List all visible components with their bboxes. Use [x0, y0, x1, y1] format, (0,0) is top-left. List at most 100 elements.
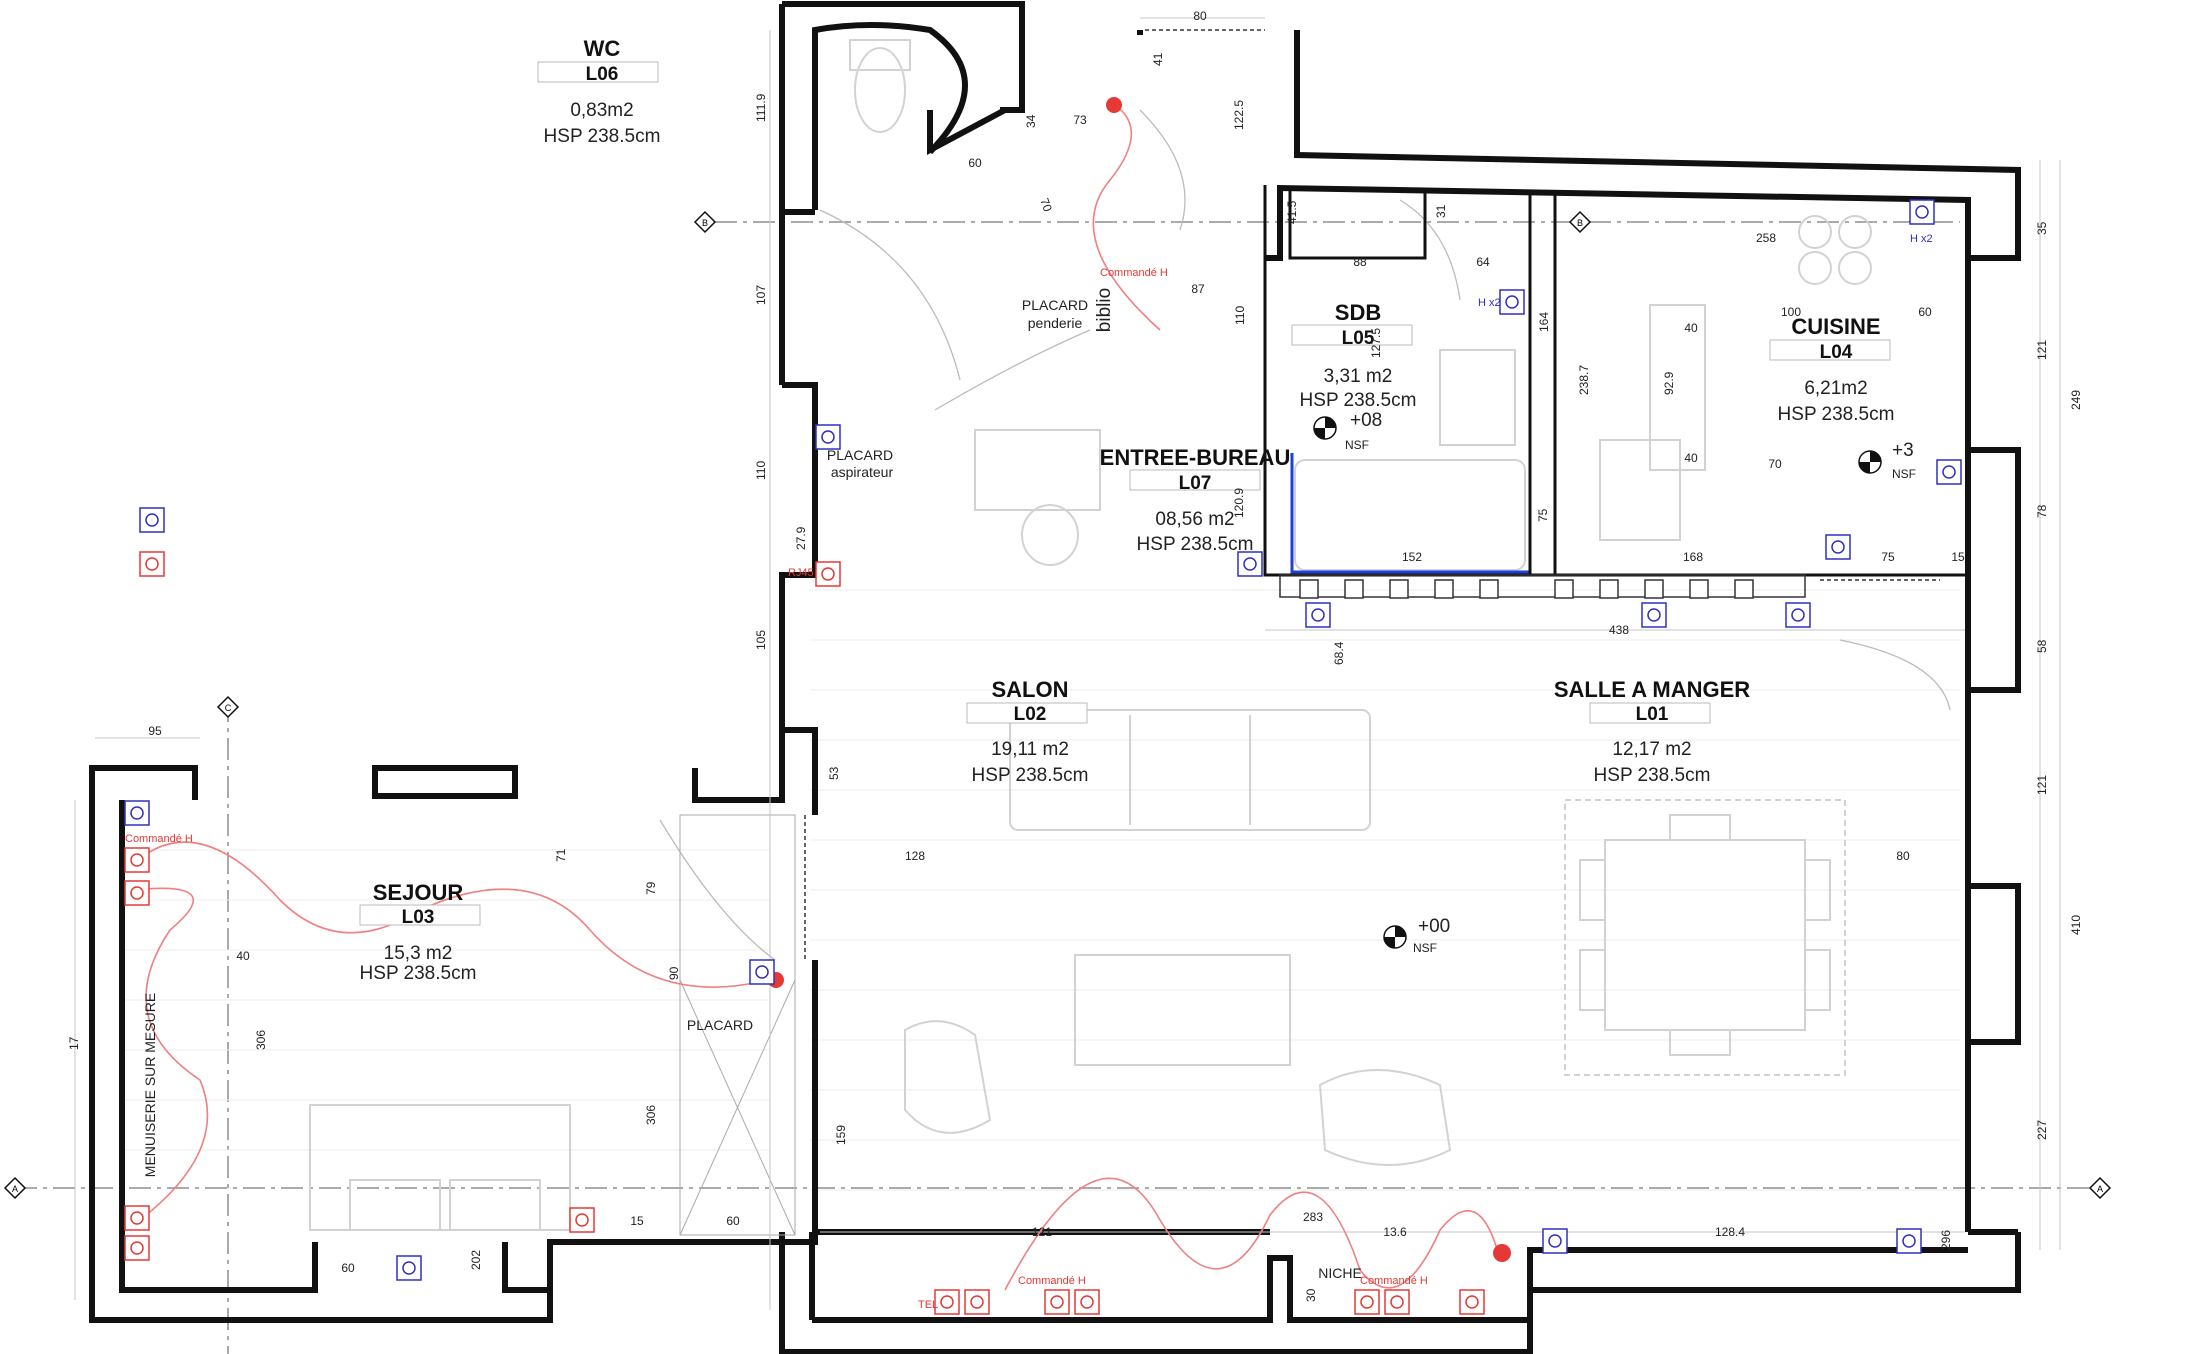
svg-text:6,21m2: 6,21m2 — [1804, 378, 1867, 399]
grid-lines — [15, 221, 2100, 1354]
svg-text:87: 87 — [1191, 282, 1205, 296]
svg-text:L07: L07 — [1179, 473, 1212, 494]
placard-penderie-label: PLACARD — [1022, 297, 1088, 313]
svg-text:L05: L05 — [1342, 328, 1375, 349]
svg-text:HSP 238.5cm: HSP 238.5cm — [360, 963, 477, 984]
room-sdb: SDB L05 3,31 m2 HSP 238.5cm — [1300, 300, 1417, 411]
svg-text:164: 164 — [1537, 312, 1551, 332]
svg-text:80: 80 — [1193, 9, 1207, 23]
placard-aspirateur-sublabel: aspirateur — [831, 464, 894, 480]
svg-text:A: A — [2097, 1184, 2103, 1194]
level-main: +00 — [1418, 916, 1450, 937]
svg-text:15: 15 — [630, 1214, 644, 1228]
svg-text:152: 152 — [1402, 550, 1422, 564]
hx2-label: H x2 — [1478, 297, 1501, 309]
svg-text:105: 105 — [754, 630, 768, 650]
svg-text:35: 35 — [2035, 221, 2049, 235]
electric-point — [1106, 97, 1122, 113]
svg-text:227: 227 — [2035, 1120, 2049, 1140]
room-sejour: SEJOUR L03 15,3 m2 HSP 238.5cm — [360, 880, 477, 984]
niche-label: NICHE — [1318, 1265, 1362, 1281]
floor-hatch — [125, 589, 1960, 1191]
placard-penderie-sublabel: penderie — [1028, 315, 1083, 331]
svg-text:128.4: 128.4 — [1715, 1225, 1745, 1239]
svg-text:L03: L03 — [402, 907, 435, 928]
svg-text:60: 60 — [968, 156, 982, 170]
level-sdb: +08 — [1350, 410, 1382, 431]
svg-text:88: 88 — [1353, 255, 1367, 269]
svg-text:73: 73 — [1073, 113, 1087, 127]
svg-text:A: A — [12, 1184, 18, 1194]
svg-text:60: 60 — [1918, 305, 1932, 319]
placard-aspirateur-label: PLACARD — [827, 447, 893, 463]
svg-text:31: 31 — [1434, 204, 1448, 218]
svg-text:78: 78 — [2035, 504, 2049, 518]
svg-text:SALON: SALON — [992, 677, 1069, 702]
svg-text:120.9: 120.9 — [1232, 488, 1246, 518]
svg-text:L06: L06 — [586, 64, 619, 85]
svg-text:68.4: 68.4 — [1332, 641, 1346, 665]
svg-text:40: 40 — [1684, 451, 1698, 465]
svg-text:121: 121 — [1032, 1225, 1052, 1239]
svg-text:HSP 238.5cm: HSP 238.5cm — [1137, 534, 1254, 555]
outlets-blue — [124, 199, 1962, 1281]
outlets-red — [124, 551, 1485, 1315]
svg-text:60: 60 — [341, 1261, 355, 1275]
svg-text:121: 121 — [2035, 340, 2049, 360]
commande-h-label: Commandé H — [125, 833, 193, 845]
svg-text:71: 71 — [554, 848, 568, 862]
svg-text:41.5: 41.5 — [1285, 200, 1299, 224]
door-swings — [659, 109, 1951, 961]
svg-text:111.9: 111.9 — [754, 93, 768, 122]
room-salon: SALON L02 19,11 m2 HSP 238.5cm — [972, 677, 1089, 786]
svg-text:121: 121 — [2035, 775, 2049, 795]
svg-text:SEJOUR: SEJOUR — [373, 880, 464, 905]
svg-text:60: 60 — [726, 1214, 740, 1228]
walls — [89, 1, 2021, 1354]
dimension-labels: 80 41 73 34 111.9 122.5 60 70 41.5 31 88… — [67, 9, 2083, 1302]
svg-text:15: 15 — [1951, 550, 1965, 564]
svg-text:258: 258 — [1756, 231, 1776, 245]
svg-text:80: 80 — [1896, 849, 1910, 863]
svg-text:WC: WC — [584, 36, 621, 61]
room-code-boxes — [359, 61, 1891, 926]
svg-text:0,83m2: 0,83m2 — [570, 100, 633, 121]
svg-text:34: 34 — [1024, 114, 1038, 128]
svg-text:58: 58 — [2035, 639, 2049, 653]
svg-text:70: 70 — [1037, 196, 1055, 214]
svg-text:HSP 238.5cm: HSP 238.5cm — [972, 765, 1089, 786]
svg-text:B: B — [1577, 218, 1583, 228]
svg-text:SALLE A MANGER: SALLE A MANGER — [1554, 677, 1750, 702]
electric-point — [1493, 1244, 1511, 1262]
svg-text:110: 110 — [754, 461, 768, 480]
dimension-lines — [74, 17, 2061, 1310]
level-nsf: NSF — [1413, 941, 1437, 955]
svg-text:127.5: 127.5 — [1369, 328, 1383, 358]
menuiserie-label: MENUISERIE SUR MESURE — [142, 993, 158, 1177]
svg-text:17: 17 — [67, 1036, 81, 1050]
level-nsf: NSF — [1892, 467, 1916, 481]
svg-text:64: 64 — [1476, 255, 1490, 269]
svg-text:27.9: 27.9 — [794, 526, 808, 550]
svg-text:08,56 m2: 08,56 m2 — [1155, 509, 1234, 530]
svg-text:107: 107 — [754, 285, 768, 305]
room-cuisine: CUISINE L04 6,21m2 HSP 238.5cm — [1778, 314, 1895, 425]
svg-text:95: 95 — [148, 724, 162, 738]
svg-text:HSP 238.5cm: HSP 238.5cm — [1778, 404, 1895, 425]
svg-text:168: 168 — [1683, 550, 1703, 564]
svg-text:79: 79 — [644, 881, 658, 895]
svg-text:283: 283 — [1303, 1210, 1323, 1224]
svg-text:HSP 238.5cm: HSP 238.5cm — [1300, 390, 1417, 411]
level-cuisine: +3 — [1892, 440, 1914, 461]
svg-text:53: 53 — [827, 766, 841, 780]
svg-text:296: 296 — [1939, 1230, 1953, 1250]
svg-text:SDB: SDB — [1335, 300, 1381, 325]
svg-text:410: 410 — [2069, 915, 2083, 935]
tel-label: TEL — [918, 1299, 938, 1311]
svg-text:75: 75 — [1881, 550, 1895, 564]
svg-text:249: 249 — [2069, 390, 2083, 410]
svg-text:15,3 m2: 15,3 m2 — [384, 943, 453, 964]
svg-text:40: 40 — [236, 949, 250, 963]
grid-marker-a: A A — [3, 1176, 2112, 1200]
svg-text:B: B — [702, 218, 708, 228]
